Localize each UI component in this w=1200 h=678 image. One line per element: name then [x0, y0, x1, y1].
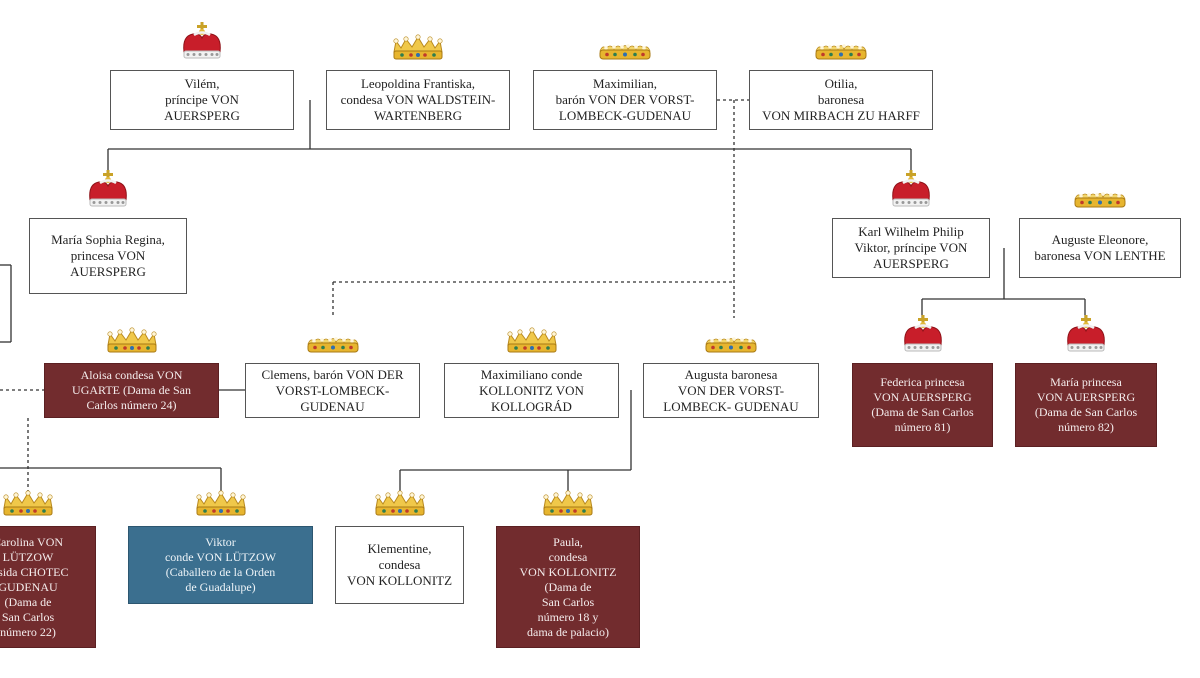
baron-crown-icon [813, 40, 869, 67]
person-name-line: barón VON DER VORST- [555, 92, 695, 107]
baron-crown-icon [597, 40, 653, 67]
person-name-line: Clemens, barón VON DER [261, 366, 404, 382]
person-name-line: Auguste Eleonore, [1051, 232, 1149, 247]
person-name-line: condesa VON WALDSTEIN- [340, 92, 496, 107]
person-name-line: LÜTZOW [2, 549, 54, 564]
count-crown-icon [373, 490, 427, 523]
person-name-line: Karl Wilhelm Philip [858, 224, 964, 239]
prince-crown-icon [180, 22, 224, 67]
person-name-line: Vilém, [184, 76, 220, 91]
person-name-line: Augusta baronesa [684, 366, 778, 382]
person-node-auguste-eleonore: Auguste Eleonore,baronesa VON LENTHE [1019, 218, 1181, 278]
person-name-line: Viktor [205, 535, 236, 549]
person-name-line: Leopoldina Frantiska, [360, 76, 476, 91]
person-name-line: número 82) [1058, 420, 1114, 434]
person-name-line: princesa VON [70, 248, 146, 263]
person-name-line: (Dama de San Carlos [1034, 405, 1138, 419]
baron-crown-icon [305, 333, 361, 360]
person-name-line: Federica princesa [880, 375, 965, 389]
person-name-line: María Sophia Regina, [51, 232, 165, 247]
person-name-line: Maximilian, [593, 76, 657, 91]
prince-crown-icon [1064, 315, 1108, 360]
person-name-line: número 22) [0, 624, 56, 639]
person-name-line: baronesa [817, 92, 865, 107]
person-name-line: WARTENBERG [373, 108, 463, 123]
prince-crown-icon [901, 315, 945, 360]
person-name-line: Aloisa condesa VON [80, 368, 183, 382]
person-name-line: AUERSPERG [70, 264, 146, 279]
person-name-line: número 81) [894, 420, 951, 434]
person-name-line: GUDENAU [0, 579, 58, 594]
person-name-line: VON KOLLONITZ [519, 564, 617, 579]
person-name-line: LOMBECK- GUDENAU [663, 398, 799, 414]
baron-crown-icon [703, 333, 759, 360]
person-name-line: VON AUERSPERG [1036, 390, 1136, 404]
person-name-line: dama de palacio) [527, 624, 609, 639]
person-name-line: Klementine, [367, 541, 432, 556]
person-name-line: San Carlos [541, 594, 595, 609]
person-name-line: AUERSPERG [873, 256, 949, 271]
person-name-line: baronesa VON LENTHE [1034, 248, 1166, 263]
person-name-line: príncipe VON [165, 92, 239, 107]
count-crown-icon [194, 490, 248, 523]
count-crown-icon [1, 490, 55, 523]
person-node-maximilian: Maximilian,barón VON DER VORST-LOMBECK-G… [533, 70, 717, 130]
person-name-line: Carlos número 24) [86, 398, 177, 412]
person-node-leopoldina: Leopoldina Frantiska,condesa VON WALDSTE… [326, 70, 510, 130]
person-name-line: UGARTE (Dama de San [72, 383, 191, 397]
prince-crown-icon [86, 170, 130, 215]
person-name-line: (Dama de San Carlos [871, 405, 974, 419]
person-name-line: Viktor, príncipe VON [854, 240, 968, 255]
person-name-line: (Dama de [544, 579, 592, 594]
person-node-carolina: Carolina VONLÜTZOWcasida CHOTECGUDENAU(D… [0, 526, 96, 648]
person-name-line: María princesa [1050, 375, 1122, 389]
count-crown-icon [105, 327, 159, 360]
person-name-line: VORST-LOMBECK- [275, 382, 390, 398]
person-name-line: (Caballero de la Orden [165, 565, 276, 579]
person-name-line: casida CHOTEC [0, 564, 69, 579]
person-name-line: (Dama de [4, 594, 52, 609]
person-name-line: condesa [548, 549, 588, 564]
person-name-line: VON MIRBACH ZU HARFF [762, 108, 920, 123]
person-name-line: VON KOLLONITZ [346, 573, 453, 588]
person-name-line: Otilia, [824, 76, 858, 91]
count-crown-icon [505, 327, 559, 360]
person-name-line: Maximiliano conde [480, 366, 583, 382]
person-name-line: de Guadalupe) [185, 580, 256, 594]
person-name-line: GUDENAU [300, 398, 365, 414]
person-name-line: VON AUERSPERG [873, 390, 972, 404]
person-name-line: conde VON LÜTZOW [164, 550, 277, 564]
person-name-line: AUERSPERG [164, 108, 240, 123]
baron-crown-icon [1072, 188, 1128, 215]
person-name-line: San Carlos [1, 609, 55, 624]
count-crown-icon [541, 490, 595, 523]
prince-crown-icon [889, 170, 933, 215]
person-name-line: Paula, [553, 534, 583, 549]
person-name-line: Carolina VON [0, 534, 64, 549]
person-name-line: condesa [378, 557, 421, 572]
count-crown-icon [391, 34, 445, 67]
person-name-line: LOMBECK-GUDENAU [558, 108, 692, 123]
person-name-line: número 18 y [537, 609, 599, 624]
person-name-line: KOLLONITZ VON [479, 382, 584, 398]
person-name-line: VON DER VORST- [677, 382, 785, 398]
person-name-line: KOLLOGRÁD [491, 398, 572, 414]
